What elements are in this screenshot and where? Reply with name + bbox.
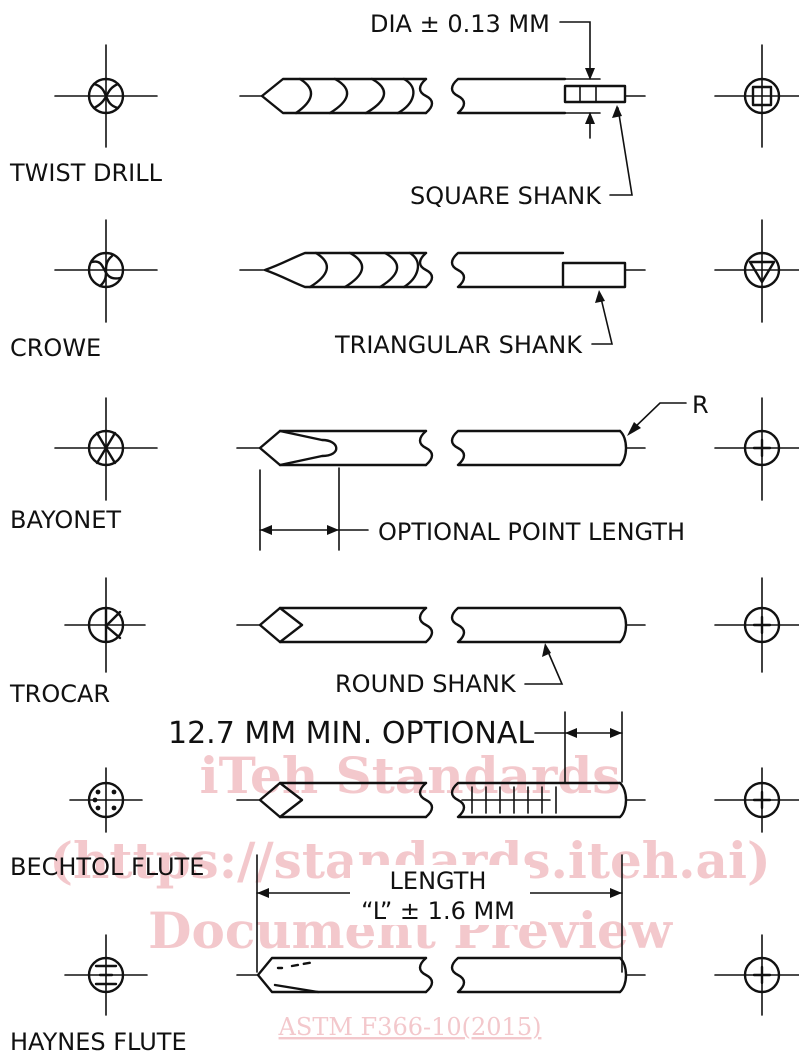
row-label-bayonet: BAYONET (10, 506, 121, 534)
crowe-end-icon (54, 219, 158, 323)
bayonet-round-icon (714, 397, 799, 501)
square-shank-label: SQUARE SHANK (410, 182, 602, 210)
bechtol-body (236, 781, 646, 819)
optional-point-length-dimension: OPTIONAL POINT LENGTH (259, 467, 685, 551)
haynes-end-icon (64, 934, 148, 1016)
round-shank-leader: ROUND SHANK (335, 643, 564, 698)
watermark-line-1: iTeh Standards (200, 746, 621, 805)
crowe-body (239, 251, 646, 289)
square-icon (714, 44, 799, 148)
row-bayonet: BAYONET R OPTIONAL POINT LENGTH (10, 391, 799, 551)
optional-point-length-label: OPTIONAL POINT LENGTH (378, 518, 685, 546)
triangle-icon (714, 219, 799, 323)
dia-dimension: DIA ± 0.13 MM (370, 10, 601, 139)
radius-label: R (692, 391, 709, 419)
row-crowe: CROWE TRIANGULAR SHANK (10, 219, 799, 362)
length-tolerance-label: “L” ± 1.6 MM (361, 897, 515, 925)
bayonet-body (236, 429, 646, 467)
twist-drill-end-icon (54, 44, 158, 148)
min-optional-dimension: 12.7 MM MIN. OPTIONAL (168, 711, 623, 783)
length-title-label: LENGTH (390, 867, 487, 895)
row-label-twist-drill: TWIST DRILL (9, 159, 163, 187)
triangular-shank-label: TRIANGULAR SHANK (334, 331, 583, 359)
row-label-bechtol-flute: BECHTOL FLUTE (10, 853, 204, 881)
watermark: iTeh Standards (https://standards.iteh.a… (49, 746, 770, 1041)
triangular-shank-leader: TRIANGULAR SHANK (334, 290, 614, 359)
row-haynes-flute: HAYNES FLUTE (10, 934, 799, 1056)
bechtol-round-icon (714, 767, 799, 833)
haynes-body (236, 956, 646, 994)
bechtol-end-icon (69, 767, 143, 833)
trocar-round-icon (714, 577, 799, 673)
dia-dimension-label: DIA ± 0.13 MM (370, 10, 550, 38)
trocar-end-icon (64, 577, 146, 673)
length-dimension: LENGTH “L” ± 1.6 MM (256, 854, 623, 973)
row-bechtol-flute: BECHTOL FLUTE (10, 767, 799, 881)
square-shank-leader: SQUARE SHANK (410, 105, 633, 210)
row-label-trocar: TROCAR (9, 680, 110, 708)
round-shank-label: ROUND SHANK (335, 670, 517, 698)
row-twist-drill: TWIST DRILL DIA ± 0.13 MM SQUARE S (9, 10, 799, 210)
row-label-haynes-flute: HAYNES FLUTE (10, 1028, 187, 1055)
row-label-crowe: CROWE (10, 334, 101, 362)
trocar-body (236, 606, 646, 644)
row-trocar: TROCAR ROUND SHANK (9, 577, 799, 708)
bayonet-end-icon (54, 397, 158, 501)
min-optional-label: 12.7 MM MIN. OPTIONAL (168, 716, 534, 751)
haynes-round-icon (714, 934, 799, 1016)
watermark-link[interactable]: ASTM F366-10(2015) (278, 1013, 542, 1041)
twist-drill-body (239, 77, 646, 115)
radius-leader: R (627, 391, 709, 436)
